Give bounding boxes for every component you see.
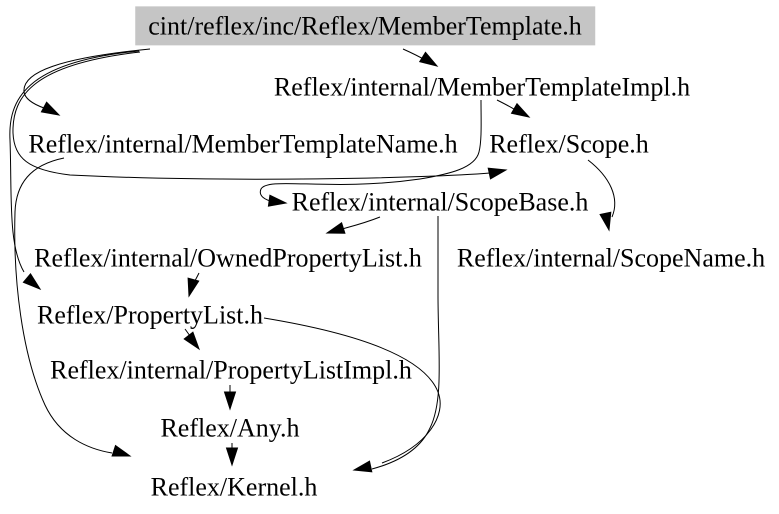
arrowhead-member-template-impl-to-scope-base bbox=[267, 194, 288, 207]
arrowhead-property-list-to-kernel bbox=[352, 460, 373, 473]
node-scope-name[interactable]: Reflex/internal/ScopeName.h bbox=[456, 243, 766, 273]
node-owned-property-list[interactable]: Reflex/internal/OwnedPropertyList.h bbox=[34, 243, 422, 273]
node-member-template[interactable]: cint/reflex/inc/Reflex/MemberTemplate.h bbox=[135, 6, 595, 46]
arrowhead-member-template-to-member-template-impl bbox=[418, 51, 439, 67]
node-member-template-name[interactable]: Reflex/internal/MemberTemplateName.h bbox=[28, 129, 458, 159]
arrowhead-member-template-to-property-list bbox=[22, 273, 42, 291]
arrowhead-any-to-kernel bbox=[225, 447, 239, 467]
node-kernel[interactable]: Reflex/Kernel.h bbox=[150, 472, 318, 502]
edge-owned-property-list-to-property-list bbox=[192, 272, 200, 285]
node-property-list[interactable]: Reflex/PropertyList.h bbox=[36, 300, 264, 330]
arrowhead-member-template-to-scope bbox=[487, 167, 508, 180]
edge-property-list-to-property-list-impl bbox=[184, 328, 193, 340]
arrowhead-scope-base-to-owned-property-list bbox=[325, 221, 346, 234]
edge-member-template-to-scope bbox=[12, 51, 491, 180]
arrowhead-property-list-impl-to-any bbox=[223, 391, 237, 411]
arrowhead-property-list-to-property-list-impl bbox=[183, 331, 200, 351]
arrowhead-member-template-impl-to-scope bbox=[510, 102, 531, 118]
node-any[interactable]: Reflex/Any.h bbox=[160, 413, 300, 443]
edge-member-template-to-member-template-impl bbox=[402, 48, 428, 62]
arrowhead-scope-to-scope-name bbox=[599, 211, 612, 232]
edge-member-template-to-member-template-name bbox=[23, 48, 151, 109]
node-scope[interactable]: Reflex/Scope.h bbox=[489, 129, 649, 159]
node-scope-base[interactable]: Reflex/internal/ScopeBase.h bbox=[291, 187, 589, 217]
edge-scope-to-scope-name bbox=[587, 159, 616, 218]
arrowhead-member-template-to-member-template-name bbox=[40, 101, 61, 116]
arrowhead-owned-property-list-to-property-list bbox=[187, 277, 200, 298]
node-property-list-impl[interactable]: Reflex/internal/PropertyListImpl.h bbox=[50, 355, 412, 385]
arrowhead-member-template-name-to-kernel bbox=[111, 444, 132, 457]
edge-scope-base-to-owned-property-list bbox=[341, 216, 381, 230]
edge-member-template-impl-to-scope bbox=[496, 99, 518, 112]
edge-member-template-to-property-list bbox=[9, 50, 140, 273]
node-member-template-impl[interactable]: Reflex/internal/MemberTemplateImpl.h bbox=[273, 72, 691, 102]
